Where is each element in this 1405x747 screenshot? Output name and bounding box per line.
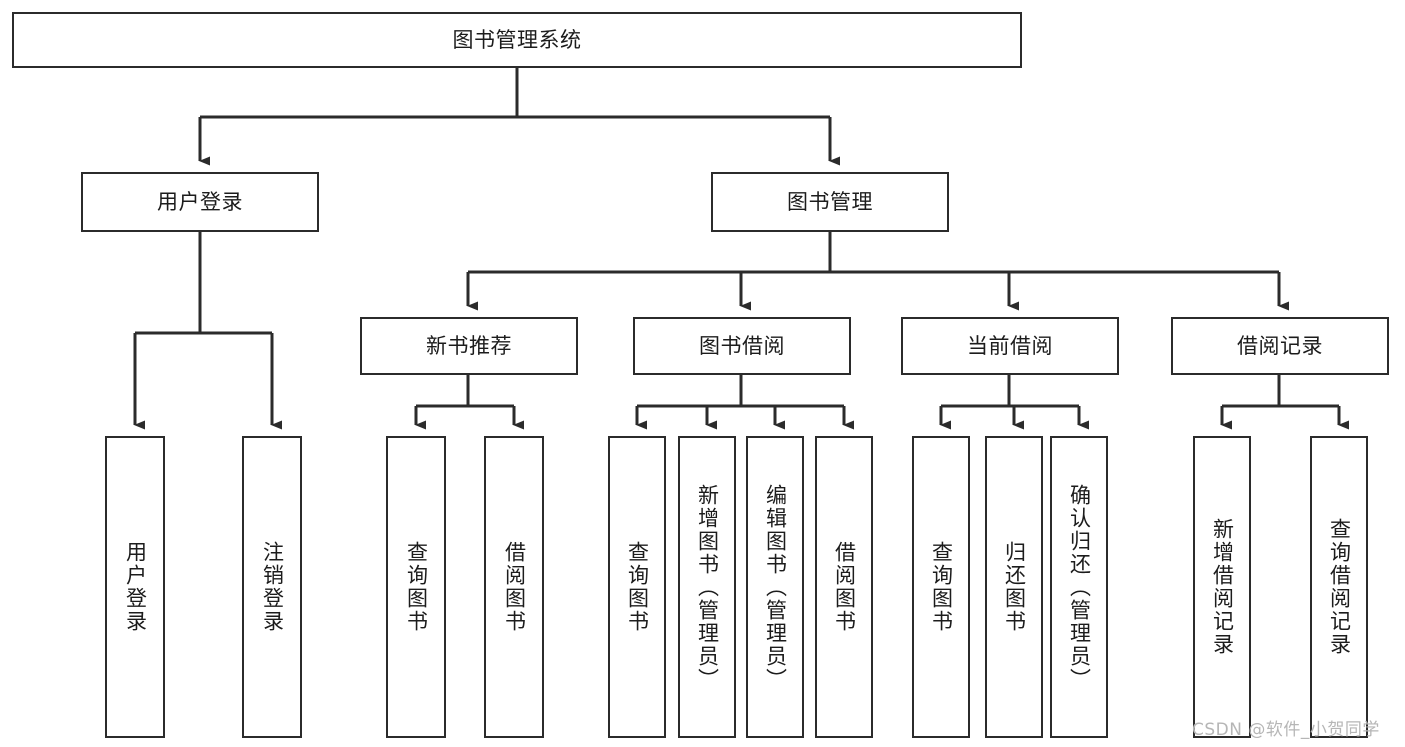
node-leaf-add-book-admin-label: 新增图书（管理员） (695, 483, 720, 691)
node-user-login-label: 用户登录 (157, 189, 243, 214)
node-leaf-confirm-return-admin[interactable]: 确认归还（管理员） (1050, 436, 1108, 738)
node-leaf-user-logout-label: 注销登录 (260, 541, 285, 633)
node-current-borrow-label: 当前借阅 (967, 333, 1053, 358)
node-leaf-user-logout[interactable]: 注销登录 (242, 436, 302, 738)
node-borrow-record-label: 借阅记录 (1237, 333, 1323, 358)
node-root-system[interactable]: 图书管理系统 (12, 12, 1022, 68)
node-root-system-label: 图书管理系统 (452, 27, 582, 52)
node-leaf-add-book-admin[interactable]: 新增图书（管理员） (678, 436, 736, 738)
node-leaf-add-borrow-record[interactable]: 新增借阅记录 (1193, 436, 1251, 738)
node-leaf-return-book-label: 归还图书 (1002, 541, 1027, 633)
node-leaf-borrow-book-2[interactable]: 借阅图书 (815, 436, 873, 738)
node-leaf-user-login-label: 用户登录 (123, 541, 148, 633)
node-leaf-edit-book-admin-label: 编辑图书（管理员） (763, 483, 788, 691)
node-leaf-confirm-return-admin-label: 确认归还（管理员） (1067, 483, 1092, 691)
node-book-borrow[interactable]: 图书借阅 (633, 317, 851, 375)
node-leaf-query-borrow-record[interactable]: 查询借阅记录 (1310, 436, 1368, 738)
node-leaf-query-book-1-label: 查询图书 (404, 541, 429, 633)
node-leaf-query-book-1[interactable]: 查询图书 (386, 436, 446, 738)
node-leaf-borrow-book-2-label: 借阅图书 (832, 541, 857, 633)
node-leaf-query-borrow-record-label: 查询借阅记录 (1327, 518, 1352, 656)
node-new-book-recommend-label: 新书推荐 (426, 333, 512, 358)
node-leaf-add-borrow-record-label: 新增借阅记录 (1210, 518, 1235, 656)
node-leaf-edit-book-admin[interactable]: 编辑图书（管理员） (746, 436, 804, 738)
node-leaf-query-book-2[interactable]: 查询图书 (608, 436, 666, 738)
node-leaf-query-book-3-label: 查询图书 (929, 541, 954, 633)
node-leaf-query-book-3[interactable]: 查询图书 (912, 436, 970, 738)
node-book-management[interactable]: 图书管理 (711, 172, 949, 232)
node-leaf-borrow-book-1-label: 借阅图书 (502, 541, 527, 633)
node-new-book-recommend[interactable]: 新书推荐 (360, 317, 578, 375)
node-leaf-return-book[interactable]: 归还图书 (985, 436, 1043, 738)
csdn-watermark: CSDN @软件_小贺同学 (1192, 720, 1380, 740)
node-user-login[interactable]: 用户登录 (81, 172, 319, 232)
node-current-borrow[interactable]: 当前借阅 (901, 317, 1119, 375)
node-borrow-record[interactable]: 借阅记录 (1171, 317, 1389, 375)
node-book-borrow-label: 图书借阅 (699, 333, 785, 358)
node-leaf-borrow-book-1[interactable]: 借阅图书 (484, 436, 544, 738)
node-leaf-query-book-2-label: 查询图书 (625, 541, 650, 633)
node-leaf-user-login[interactable]: 用户登录 (105, 436, 165, 738)
node-book-management-label: 图书管理 (787, 189, 873, 214)
